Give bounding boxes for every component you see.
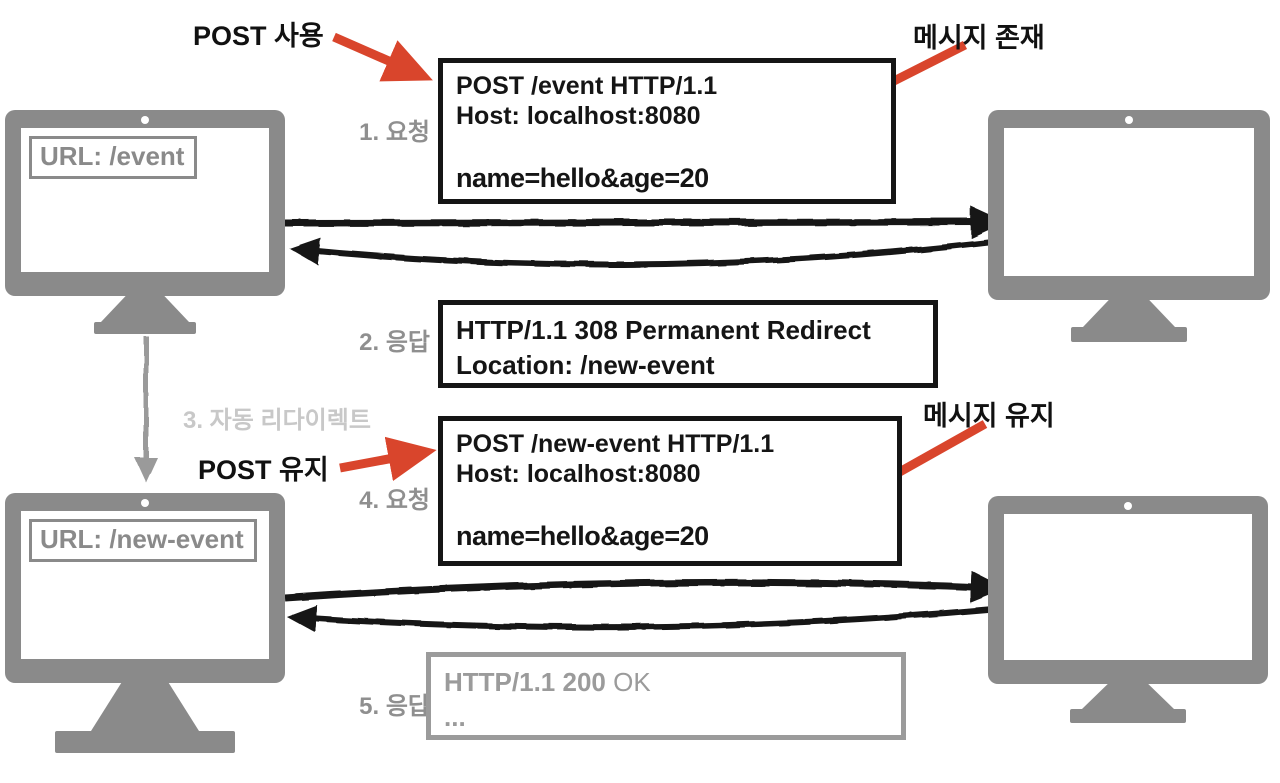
monitor-bezel: URL: /new-event	[5, 493, 285, 683]
step5-label: 5. 응답	[359, 693, 430, 720]
request1-start-line: POST /event HTTP/1.1	[456, 71, 878, 101]
request2-body: name=hello&age=20	[456, 521, 709, 551]
url-box-event: URL: /event	[29, 136, 198, 179]
monitor-screen: URL: /event	[21, 128, 269, 272]
status-code: 200	[562, 667, 606, 697]
url-box-new-event: URL: /new-event	[29, 519, 257, 562]
client-monitor-bottom: URL: /new-event	[5, 493, 285, 753]
monitor-stand-base	[1071, 327, 1187, 342]
monitor-screen	[1004, 128, 1254, 276]
post-keep-label: POST 유지	[198, 455, 329, 485]
request2-start-line: POST /new-event HTTP/1.1	[456, 429, 884, 459]
monitor-stand-neck	[91, 683, 199, 731]
response1-box: HTTP/1.1 308 Permanent Redirect Location…	[438, 300, 938, 388]
camera-dot-icon	[1125, 116, 1133, 124]
http-version: HTTP/1.1	[456, 315, 575, 345]
monitor-stand-base	[94, 322, 196, 334]
monitor-bezel	[988, 110, 1270, 300]
post-use-label: POST 사용	[193, 21, 324, 51]
camera-dot-icon	[141, 499, 149, 507]
request-target: /event HTTP/1.1	[524, 72, 718, 100]
status-code: 308 Permanent Redirect	[574, 315, 871, 345]
step4-label: 4. 요청	[359, 487, 430, 514]
step3-label: 3. 자동 리다이렉트	[183, 407, 371, 434]
server-monitor-top	[988, 110, 1270, 342]
monitor-bezel	[988, 496, 1268, 684]
monitor-stand-neck	[1082, 684, 1174, 709]
post-keep-arrow	[339, 436, 437, 482]
request1-host-line: Host: localhost:8080	[456, 102, 701, 130]
response2-arrow	[286, 604, 1006, 633]
step1-label: 1. 요청	[359, 119, 430, 146]
message-exists-label: 메시지 존재	[913, 23, 1045, 53]
response1-location-line: Location: /new-event	[456, 350, 715, 380]
response2-box: HTTP/1.1 200 OK ...	[426, 652, 906, 740]
message-keep-label: 메시지 유지	[923, 401, 1055, 431]
post-use-arrow	[332, 32, 433, 82]
response2-status-line: HTTP/1.1 200 OK	[444, 665, 888, 700]
request2-host-line: Host: localhost:8080	[456, 460, 701, 488]
monitor-stand-base	[55, 731, 235, 753]
response1-status-line: HTTP/1.1 308 Permanent Redirect	[456, 313, 920, 348]
server-monitor-bottom	[988, 496, 1268, 723]
step2-label: 2. 응답	[359, 329, 430, 356]
response2-body: ...	[444, 702, 466, 732]
status-reason: OK	[605, 667, 651, 697]
response1-arrow	[289, 237, 1006, 268]
monitor-bezel: URL: /event	[5, 110, 285, 296]
http-method: POST	[456, 430, 525, 458]
monitor-stand-neck	[1083, 300, 1175, 327]
http-method: POST	[456, 72, 525, 100]
request2-box: POST /new-event HTTP/1.1 Host: localhost…	[438, 416, 902, 566]
request-target: /new-event HTTP/1.1	[524, 430, 775, 458]
request2-arrow	[284, 570, 1006, 603]
camera-dot-icon	[141, 116, 149, 124]
client-monitor-top: URL: /event	[5, 110, 285, 334]
http-version: HTTP/1.1	[444, 667, 563, 697]
monitor-stand-base	[1070, 709, 1186, 723]
request1-body: name=hello&age=20	[456, 163, 709, 193]
monitor-screen	[1004, 514, 1252, 660]
request1-arrow	[282, 205, 1006, 239]
url-text: URL: /event	[40, 141, 185, 171]
monitor-screen: URL: /new-event	[21, 511, 269, 659]
request1-box: POST /event HTTP/1.1 Host: localhost:808…	[438, 58, 896, 204]
monitor-stand-neck	[101, 296, 189, 322]
camera-dot-icon	[1124, 502, 1132, 510]
url-text: URL: /new-event	[40, 524, 244, 554]
